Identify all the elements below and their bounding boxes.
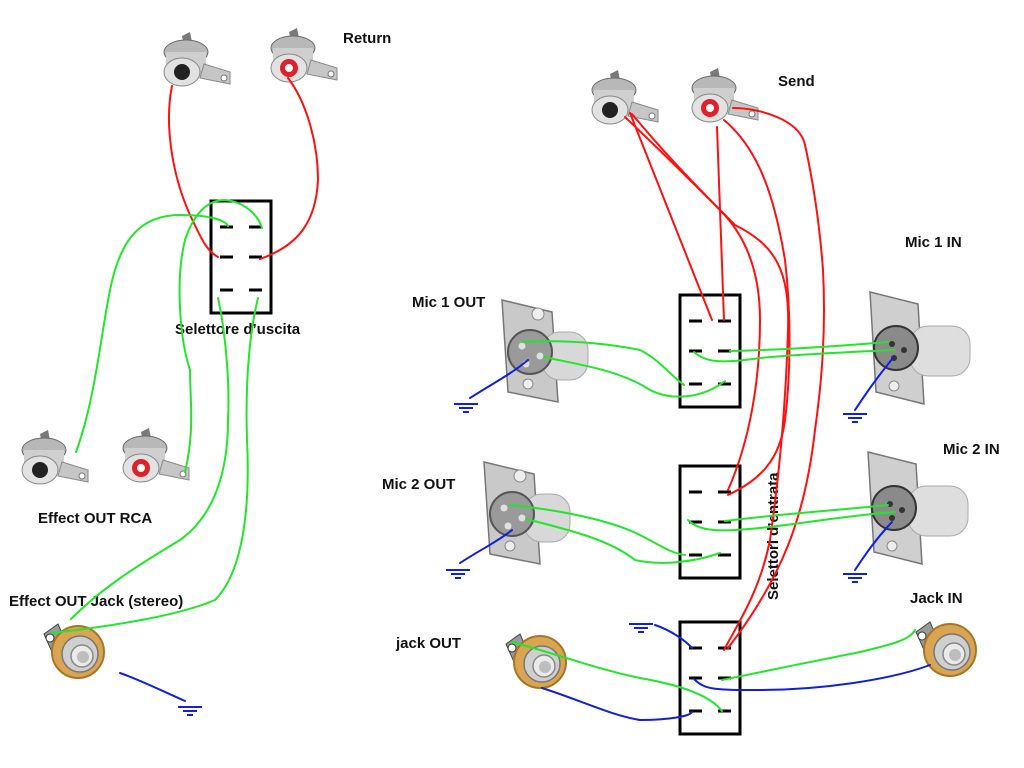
mic2-out-label: Mic 2 OUT (382, 476, 455, 493)
effect-out-jack-label: Effect OUT Jack (stereo) (9, 593, 183, 610)
wire-send-black-a (629, 112, 713, 321)
mic1-out-connector (501, 299, 589, 403)
mic1-in-label: Mic 1 IN (905, 234, 962, 251)
wire-green-jack-tip (70, 297, 230, 620)
jack-out-label: jack OUT (395, 635, 461, 652)
wire-green-rca-red (178, 199, 263, 473)
mic1-in-connector (869, 291, 971, 405)
wire-mic2-out-pin2 (509, 504, 686, 556)
wire-mic1-sw-to-in-a (729, 341, 889, 352)
return-rca-black (163, 31, 231, 87)
wire-mic1-out-pin2 (521, 340, 685, 386)
send-rca-black (591, 69, 659, 125)
ground-icon (177, 706, 203, 716)
send-rca-red (691, 67, 759, 123)
wire-ground-mic1-out (469, 359, 529, 399)
mic1-out-label: Mic 1 OUT (412, 294, 485, 311)
ground-icon (453, 403, 479, 413)
wire-mic2-out-pin3 (525, 518, 721, 564)
wire-jack-sw-to-in-tip (721, 629, 916, 681)
wire-ground-left (119, 672, 186, 702)
wire-send-red-c (727, 107, 826, 649)
wire-jack-ground (654, 624, 693, 649)
ground-icon (842, 413, 868, 423)
wire-green-jack-ring (51, 297, 259, 634)
effect-out-rca-label: Effect OUT RCA (38, 510, 152, 527)
input-selectors-label: Selettori d’entrata (765, 472, 782, 600)
return-rca-red (270, 27, 338, 83)
wire-jack-out-sleeve (541, 687, 693, 721)
wire-ground-mic2-in (854, 521, 893, 571)
wire-send-black-c (631, 113, 790, 651)
output-selector-label: Selettore d’uscita (175, 321, 301, 338)
wire-send-black-b (624, 116, 761, 491)
wire-jack-sw-to-in-sleeve (693, 664, 931, 691)
ground-icon (842, 573, 868, 583)
ground-icon (628, 623, 654, 633)
wire-return-black (168, 85, 219, 258)
jack-in-label: Jack IN (910, 590, 963, 607)
return-label: Return (343, 30, 391, 47)
wire-mic1-out-pin3 (543, 356, 726, 398)
mic2-out-connector (483, 461, 571, 565)
wire-send-red-b (723, 119, 791, 496)
wire-mic1-sw-to-in-b (693, 349, 896, 363)
jack-in-connector (915, 621, 977, 677)
mic2-in-connector (867, 451, 969, 565)
wire-send-red-a (716, 126, 725, 321)
wire-green-rca-black (75, 214, 229, 453)
wire-ground-mic2-out (459, 529, 513, 564)
wire-ground-mic1-in (854, 357, 894, 411)
ground-icon (445, 569, 471, 579)
wire-mic2-sw-to-in-a (724, 504, 889, 522)
mic2-in-label: Mic 2 IN (943, 441, 1000, 458)
wire-mic2-sw-to-in-b (687, 511, 896, 532)
wire-jack-out-tip (511, 641, 723, 712)
send-label: Send (778, 73, 815, 90)
effect-out-rca-red (122, 427, 190, 483)
wire-return-red (259, 77, 319, 260)
output-selector-switch (209, 199, 273, 315)
effect-out-rca-black (21, 429, 89, 485)
